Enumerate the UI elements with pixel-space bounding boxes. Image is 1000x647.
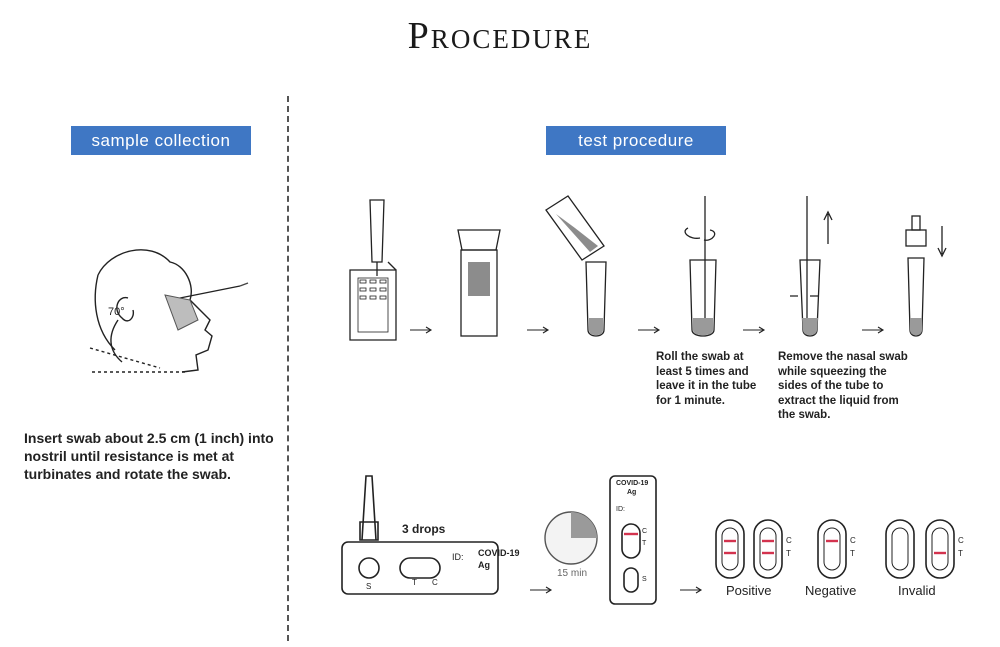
vertical-cassette-c-mark: C — [642, 528, 648, 535]
cassette-s-mark: S — [366, 582, 372, 591]
cassette-id-label: ID: — [452, 552, 464, 562]
vertical-cassette-s-mark: S — [642, 576, 647, 583]
timer-label: 15 min — [557, 568, 588, 579]
cassette-brand-line1: COVID-19 — [478, 548, 520, 558]
vertical-cassette-t-mark: T — [642, 540, 647, 547]
cassette-brand-line2: Ag — [478, 560, 490, 570]
section-divider — [287, 96, 289, 641]
result-invalid-label: Invalid — [898, 583, 936, 598]
result-c-mark-positive: C — [786, 536, 792, 545]
result-t-mark-positive: T — [786, 549, 791, 558]
angle-label: 70° — [108, 306, 125, 318]
result-positive-label: Positive — [726, 583, 772, 598]
collection-instruction: Insert swab about 2.5 cm (1 inch) into n… — [24, 430, 274, 482]
vertical-cassette-id-label: ID: — [616, 506, 625, 513]
page-title: Procedure — [407, 15, 593, 57]
cassette-t-mark: T — [412, 578, 417, 587]
result-t-mark-invalid: T — [958, 549, 963, 558]
result-t-mark-negative: T — [850, 549, 855, 558]
roll-swab-note: Roll the swab at least 5 times and leave… — [656, 351, 757, 407]
vertical-cassette-brand-line2: Ag — [627, 489, 637, 496]
sample-collection-banner: sample collection — [71, 126, 251, 155]
drops-label: 3 drops — [402, 522, 446, 536]
test-procedure-banner: test procedure — [546, 126, 726, 155]
cassette-c-mark: C — [432, 578, 438, 587]
result-c-mark-invalid: C — [958, 536, 964, 545]
result-negative-label: Negative — [805, 583, 857, 598]
remove-swab-note: Remove the nasal swab while squeezing th… — [778, 351, 908, 421]
vertical-cassette-brand-line1: COVID-19 — [616, 480, 649, 487]
result-c-mark-negative: C — [850, 536, 856, 545]
